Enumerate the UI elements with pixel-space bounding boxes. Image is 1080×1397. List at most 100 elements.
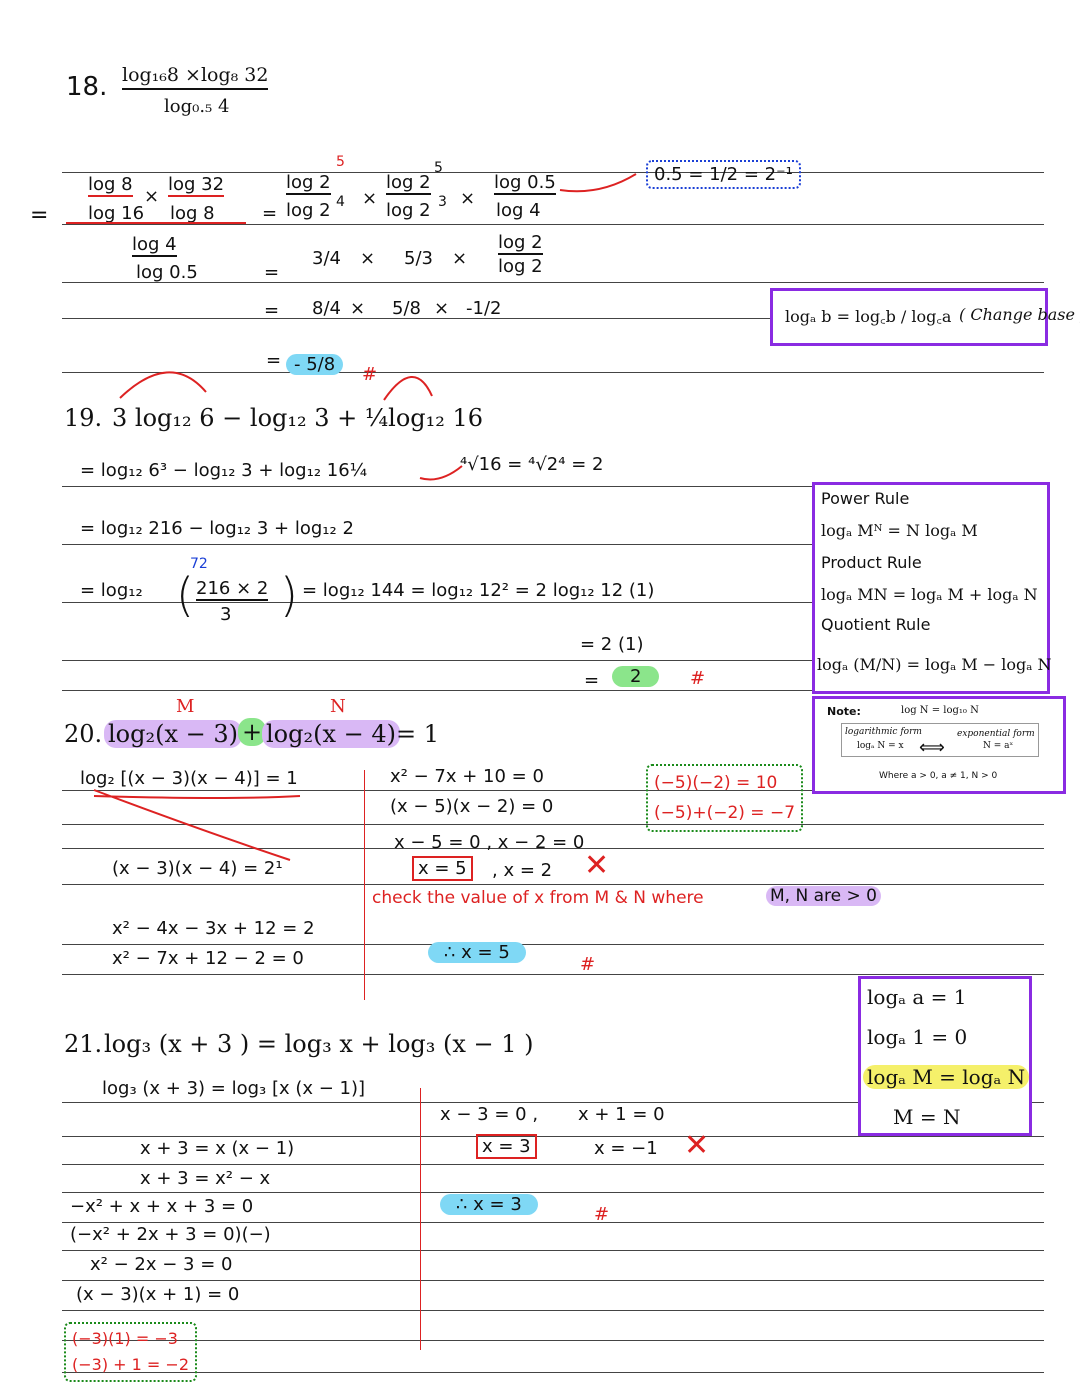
q19-line2: = log₁₂ 216 − log₁₂ 3 + log₁₂ 2 (80, 518, 354, 539)
times-sign: × (452, 248, 468, 269)
equals-sign: = (30, 203, 49, 228)
identity-1: logₐ a = 1 (867, 985, 967, 1009)
q19-line4: = 2 (1) (580, 634, 644, 655)
q21-line6: x² − 2x − 3 = 0 (90, 1254, 233, 1275)
fraction-denominator: log 2 (498, 256, 543, 277)
fraction-numerator: 216 × 2 (196, 578, 269, 601)
form-table (841, 723, 1039, 757)
change-base-label: ( Change base ) (959, 305, 1080, 324)
exponent: 3 (438, 194, 447, 210)
times-sign: × (360, 248, 376, 269)
label-n: N (330, 696, 346, 717)
identity-3: logₐ M = logₐ N (863, 1065, 1030, 1089)
rule-line (62, 848, 1044, 849)
fraction-numerator: log 8 (88, 174, 133, 197)
rule-line (62, 1192, 1044, 1193)
change-base-box: logₐ b = log꜀b / log꜀a ( Change base ) (770, 288, 1080, 346)
exp-form-label: exponential form (957, 729, 1035, 739)
exponent: 5 (434, 160, 443, 176)
reject-mark: ✕ (584, 848, 610, 883)
fraction-denominator: log 4 (496, 200, 541, 221)
rule-line (62, 1372, 1044, 1373)
hash-mark: # (594, 1204, 610, 1225)
q21-root-invalid: x = −1 (594, 1138, 658, 1159)
fraction-denominator: log 2 (386, 200, 431, 221)
question-number: 19. (64, 404, 103, 432)
power-rule-title: Power Rule (821, 489, 910, 508)
q18-denominator: log₀.₅ 4 (164, 96, 230, 117)
question-number: 18. (66, 72, 108, 102)
q18-numerator: log₁₆8 ×log₈ 32 (122, 64, 269, 90)
paren-close: ) (280, 568, 298, 622)
fraction-numerator: log 2 (286, 172, 331, 195)
arrow-curve (559, 173, 637, 193)
q20-factor-check: (−5)(−2) = 10 (−5)+(−2) = −7 (646, 764, 804, 832)
fraction-numerator: log 2 (386, 172, 431, 195)
fraction-numerator: log 2 (498, 232, 543, 255)
q19-line1: = log₁₂ 6³ − log₁₂ 3 + log₁₂ 16¼ (80, 460, 368, 481)
rule-line (62, 172, 1044, 173)
q21-r1: x − 3 = 0 , (440, 1104, 539, 1125)
q21-line5: (−x² + 2x + 3 = 0)(−) (70, 1224, 271, 1245)
arrow-curve (93, 789, 291, 861)
factor-product: (−3)(1) = −3 (72, 1329, 178, 1348)
rule-line (62, 974, 1044, 975)
power-rule: logₐ Mᴺ = N logₐ M (821, 521, 978, 540)
note-half-power: 0.5 = 1/2 = 2⁻¹ (646, 160, 801, 189)
hash-mark: # (580, 954, 596, 975)
q19-root-note: ⁴√16 = ⁴√2⁴ = 2 (460, 454, 604, 475)
fraction-denominator: log 0.5 (136, 262, 198, 283)
hash-mark: # (362, 364, 378, 385)
rule-line (62, 602, 1044, 603)
rule-line (62, 824, 1044, 825)
quotient-rule-title: Quotient Rule (821, 615, 931, 634)
log-form-label: logarithmic form (845, 727, 922, 737)
q20-term-m: log₂(x − 3) (104, 720, 243, 748)
factor-sum: (−3) + 1 = −2 (72, 1355, 189, 1374)
log-form-eq: logₐ N = x (857, 741, 904, 751)
q19-expression: 3 log₁₂ 6 − log₁₂ 3 + ¼log₁₂ 16 (112, 404, 484, 432)
rule-line (62, 318, 1044, 319)
fraction-value: 5/8 (392, 298, 421, 319)
note-log10: log N = log₁₀ N (901, 705, 979, 716)
factor-sum: (−5)+(−2) = −7 (654, 803, 796, 823)
question-number: 20. (64, 720, 103, 748)
rule-line (62, 1340, 1044, 1341)
equals-sign: = (266, 350, 282, 371)
q20-line1: log₂ [(x − 3)(x − 4)] = 1 (80, 768, 298, 789)
q20-check-condition: M, N are > 0 (766, 886, 881, 906)
q21-root-valid: x = 3 (476, 1134, 537, 1159)
main-fraction-bar (66, 222, 246, 224)
arrow-curve (383, 376, 433, 401)
arrow-curve (419, 465, 463, 481)
hash-mark: # (690, 668, 706, 689)
rule-line (62, 224, 1044, 225)
product-rule: logₐ MN = logₐ M + logₐ N (821, 585, 1038, 604)
q20-r2: (x − 5)(x − 2) = 0 (390, 796, 554, 817)
q21-factor-check: (−3)(1) = −3 (−3) + 1 = −2 (64, 1322, 197, 1382)
note-title: Note: (827, 705, 861, 718)
question-number: 21. (64, 1030, 103, 1058)
rule-line (62, 1280, 1044, 1281)
equals-sign: = (264, 262, 280, 283)
equals-sign: = (584, 670, 600, 691)
q20-line2: (x − 3)(x − 4) = 2¹ (112, 858, 283, 879)
identity-2: logₐ 1 = 0 (867, 1025, 968, 1049)
times-sign: × (144, 186, 160, 207)
arrow-curve (119, 371, 207, 399)
margin-line (364, 770, 365, 1000)
q21-expression: log₃ (x + 3 ) = log₃ x + log₃ (x − 1 ) (104, 1030, 534, 1058)
equals-sign: = (264, 300, 280, 321)
fraction-denominator: log 16 (88, 203, 145, 224)
q18-result: - 5/8 (286, 354, 344, 375)
fraction-numerator: log 4 (132, 234, 177, 257)
fraction-numerator: log 32 (168, 174, 225, 197)
q20-term-n: log₂(x − 4) (262, 720, 401, 748)
note-box: Note: log N = log₁₀ N logarithmic form l… (812, 696, 1066, 794)
q21-answer: ∴ x = 3 (440, 1194, 538, 1215)
margin-line (420, 1088, 421, 1350)
q20-r1: x² − 7x + 10 = 0 (390, 766, 544, 787)
q20-root-invalid: , x = 2 (492, 860, 553, 881)
q20-check-note: check the value of x from M & N where (372, 888, 704, 908)
rule-line (62, 1250, 1044, 1251)
